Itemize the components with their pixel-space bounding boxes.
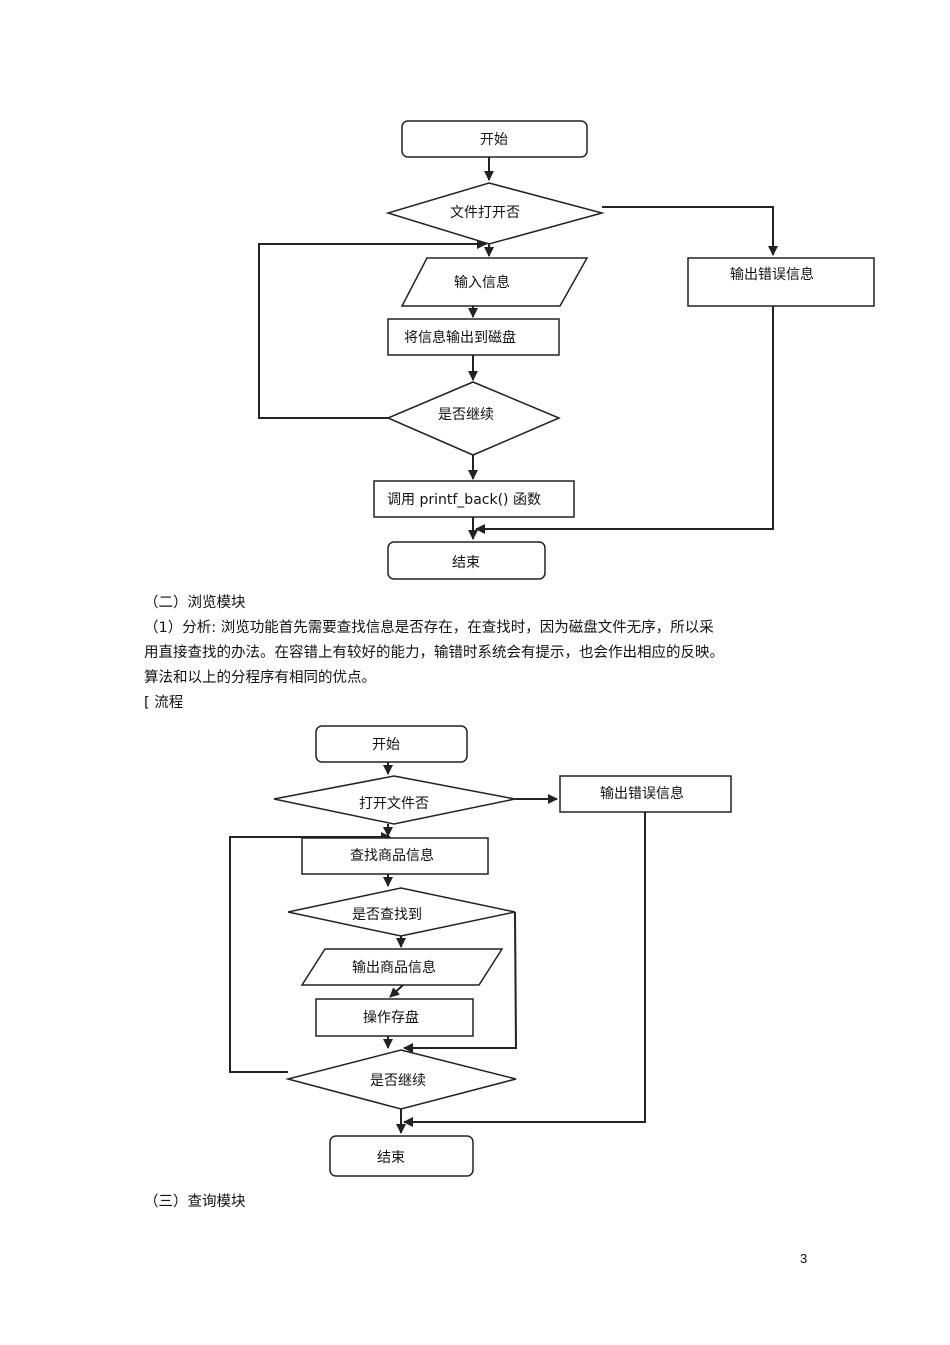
fc1-continue-label: 是否继续 xyxy=(438,406,494,423)
fc2-search-label: 查找商品信息 xyxy=(350,847,434,864)
page-number: 3 xyxy=(800,1251,808,1266)
section3-heading: （三）查询模块 xyxy=(144,1194,246,1210)
fc2-error-label: 输出错误信息 xyxy=(600,785,684,802)
edge-open-check-to-error xyxy=(602,206,778,256)
edge2-error-to-end xyxy=(403,812,646,1127)
fc1-error-label: 输出错误信息 xyxy=(730,266,814,283)
fc1-call-label: 调用 printf_back() 函数 xyxy=(387,492,541,508)
fc1-end-node xyxy=(387,541,546,580)
fc1-start-node xyxy=(401,120,588,158)
fc2-error-node xyxy=(559,775,732,813)
section2-analysis-line-1: （1）分析: 浏览功能首先需要查找信息是否存在，在查找时，因为磁盘文件无序，所以… xyxy=(144,620,714,636)
fc1-continue-diamond xyxy=(386,381,561,456)
fc1-start-label: 开始 xyxy=(480,132,508,148)
section2-analysis-line-3: 算法和以上的分程序有相同的优点。 xyxy=(144,670,376,686)
section2-heading: （二）浏览模块 xyxy=(144,595,246,611)
fc1-save-label: 将信息输出到磁盘 xyxy=(404,329,516,346)
edge-error-to-end xyxy=(475,306,774,534)
fc2-end-label: 结束 xyxy=(377,1150,405,1166)
section2-flow-label: [ 流程 xyxy=(144,695,184,711)
fc2-save-label: 操作存盘 xyxy=(363,1009,419,1026)
fc2-open-check-label: 打开文件否 xyxy=(359,795,429,812)
fc2-found-label: 是否查找到 xyxy=(352,907,422,923)
fc1-save-node xyxy=(387,318,560,356)
flowchart-2: 开始 打开文件否 输出错误信息 查找商品信息 是否查找到 输出商品信息 操作存盘… xyxy=(229,725,732,1177)
fc2-output-parallelogram xyxy=(300,948,504,986)
fc2-save-node xyxy=(315,998,474,1037)
edge2-loop-back xyxy=(229,832,391,1073)
fc2-start-label: 开始 xyxy=(372,737,400,753)
edge2-not-found-bypass xyxy=(403,911,518,1053)
fc2-continue-label: 是否继续 xyxy=(370,1072,426,1089)
fc2-found-diamond xyxy=(287,887,516,937)
fc2-continue-diamond xyxy=(285,1049,517,1110)
fc1-call-node xyxy=(373,480,575,518)
edge-loop-back xyxy=(258,239,487,419)
fc1-input-parallelogram xyxy=(400,257,589,307)
fc2-search-node xyxy=(301,837,489,875)
fc1-error-node xyxy=(687,257,875,307)
fc1-end-label: 结束 xyxy=(452,555,480,571)
fc2-end-node xyxy=(329,1135,474,1177)
section2-analysis-line-2: 用直接查找的办法。在容错上有较好的能力，输错时系统会有提示，也会作出相应的反映。 xyxy=(144,645,724,661)
fc1-input-label: 输入信息 xyxy=(454,274,510,291)
fc1-open-check-diamond xyxy=(385,182,605,245)
edge2-output-to-save xyxy=(389,984,404,998)
fc2-start-node xyxy=(315,725,468,763)
fc1-open-check-label: 文件打开否 xyxy=(450,204,520,221)
flowchart-1: 开始 文件打开否 输出错误信息 输入信息 将信息输出到磁盘 是否继续 调用 pr… xyxy=(258,120,875,580)
fc2-open-check-diamond xyxy=(273,775,516,825)
fc2-output-label: 输出商品信息 xyxy=(352,959,436,976)
